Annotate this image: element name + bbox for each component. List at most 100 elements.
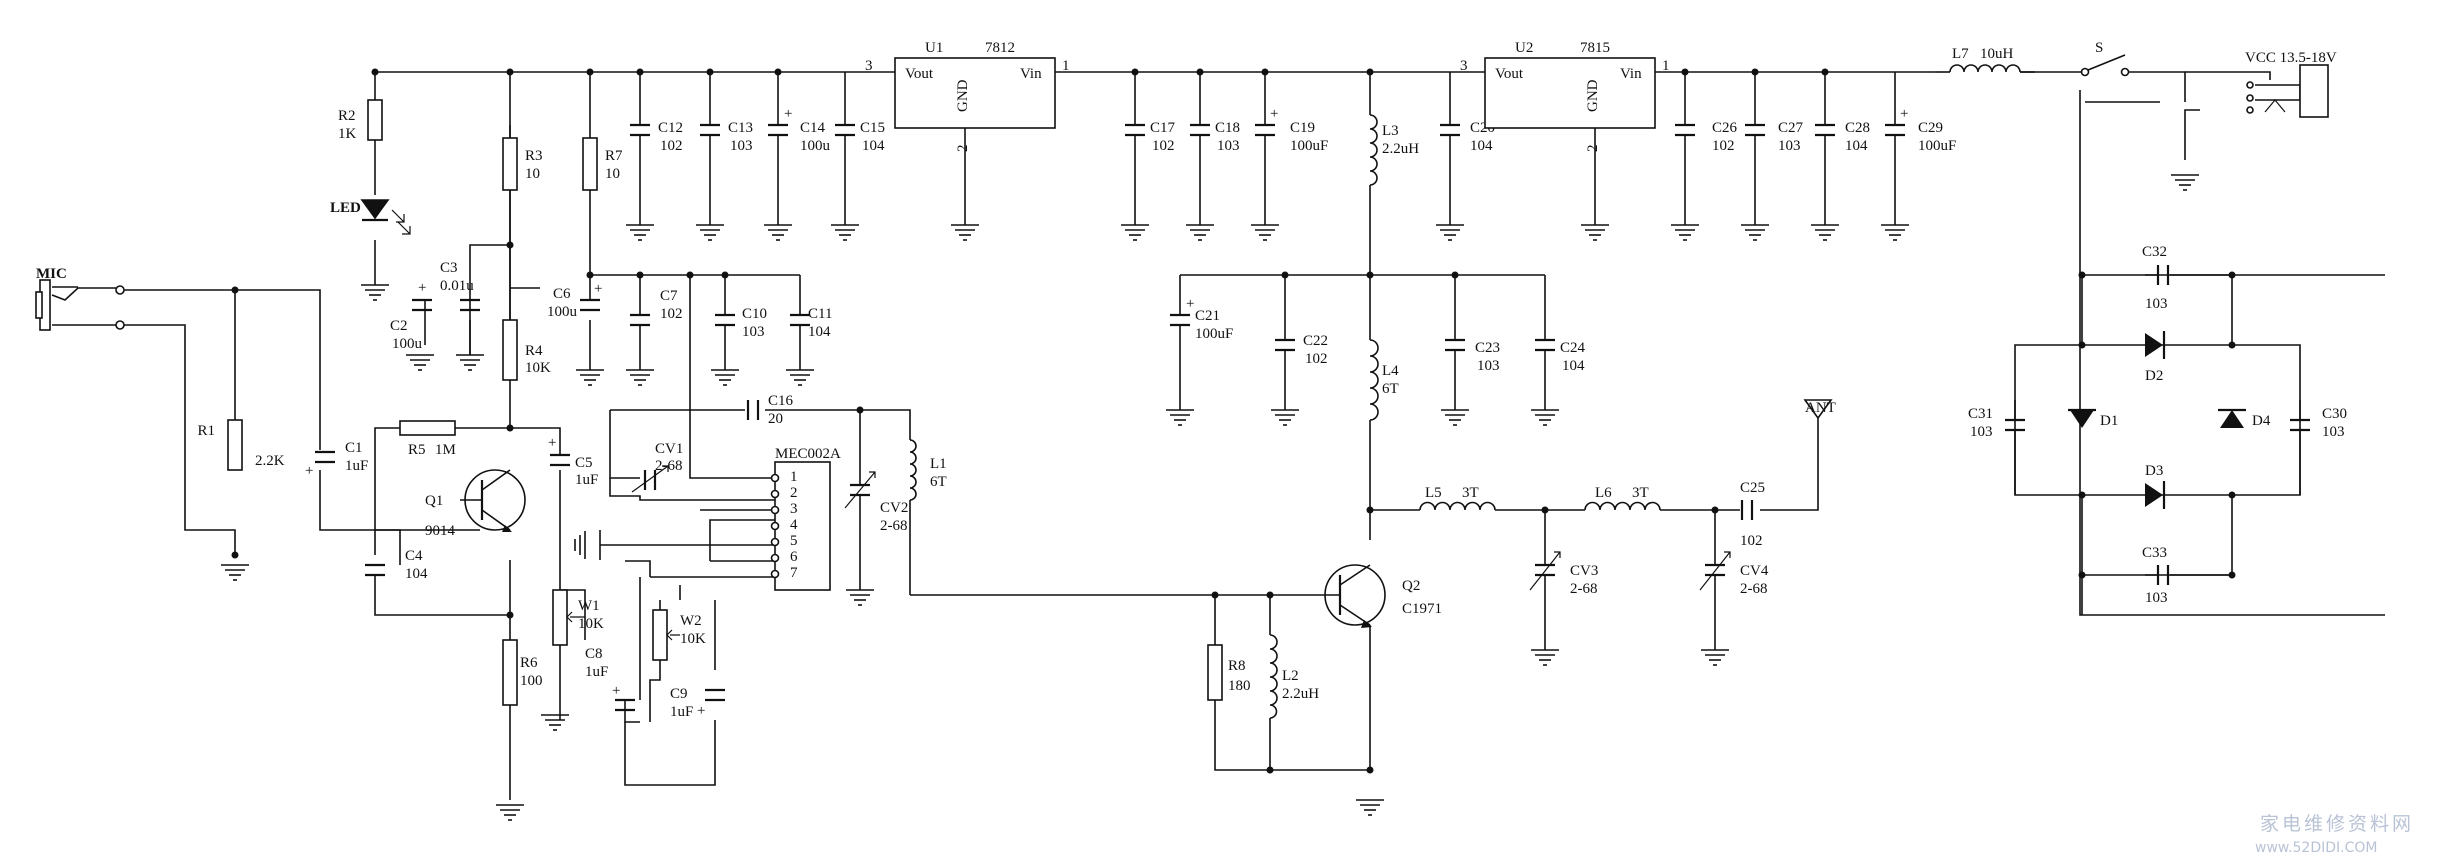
svg-text:100uF: 100uF [1195,326,1233,342]
svg-text:C16: C16 [768,393,794,409]
r6-label: R6 [520,655,538,671]
svg-text:W2: W2 [680,613,702,629]
r8-label: R8 [1228,658,1246,674]
capacitor-c14: C14 100u + [768,106,831,225]
capacitor-c6: C6 100u + [547,281,602,320]
svg-text:1: 1 [790,469,798,485]
svg-text:C10: C10 [742,306,767,322]
resistor-r1 [227,419,243,471]
svg-text:104: 104 [808,324,831,340]
svg-text:C7: C7 [660,288,678,304]
led-label: LED [330,200,361,216]
ground-symbols [220,174,2200,821]
capacitor-c22: C22 102 [1275,333,1328,410]
svg-text:102: 102 [1712,138,1735,154]
r4-label: R4 [525,343,543,359]
svg-text:2-68: 2-68 [880,518,908,534]
mic-label: MIC [36,266,67,282]
resistor-r6 [502,639,518,706]
svg-text:100u: 100u [392,336,423,352]
svg-text:C8: C8 [585,646,603,662]
svg-text:104: 104 [1845,138,1868,154]
r8-value: 180 [1228,678,1251,694]
svg-text:+: + [1270,106,1278,122]
svg-text:+: + [548,435,556,451]
resistors: R1 2.2K R2 1K R3 10 R4 10K R5 1M R6 100 … [197,99,1251,706]
svg-text:2-68: 2-68 [655,458,683,474]
svg-text:U1: U1 [925,40,943,56]
svg-text:+: + [612,683,620,699]
svg-text:100uF: 100uF [1918,138,1956,154]
svg-text:6T: 6T [1382,381,1399,397]
svg-text:103: 103 [2145,296,2168,312]
svg-text:C9: C9 [670,686,688,702]
led-indicator: LED [330,199,411,235]
inductor-l6: L6 3T [1584,485,1661,511]
svg-text:CV1: CV1 [655,441,683,457]
svg-text:1: 1 [1062,58,1070,74]
svg-text:D3: D3 [2145,463,2163,479]
svg-text:3: 3 [1460,58,1468,74]
svg-text:C27: C27 [1778,120,1804,136]
svg-text:103: 103 [742,324,765,340]
variable-capacitor-cv3: CV3 2-68 [1529,551,1598,650]
r1-label: R1 [197,423,215,439]
potentiometer-w1: W1 10K [552,589,604,720]
svg-text:+: + [1900,106,1908,122]
resistor-r3 [502,137,518,191]
svg-text:Q2: Q2 [1402,578,1420,594]
capacitor-c18: C18 103 [1190,120,1240,225]
svg-text:2-68: 2-68 [1570,581,1598,597]
r3-value: 10 [525,166,540,182]
capacitor-c21: C21 100uF + [1170,296,1233,410]
svg-text:Q1: Q1 [425,493,443,509]
svg-text:L4: L4 [1382,363,1399,379]
svg-text:U2: U2 [1515,40,1533,56]
svg-text:C24: C24 [1560,340,1586,356]
svg-text:1uF: 1uF [670,704,693,720]
svg-text:C11: C11 [808,306,832,322]
svg-text:CV3: CV3 [1570,563,1598,579]
r4-value: 10K [525,360,551,376]
variable-capacitor-cv1: CV1 2-68 [631,441,683,493]
capacitor-c10: C10 103 [715,306,767,370]
svg-text:103: 103 [1778,138,1801,154]
capacitor-c4: C4 104 [365,548,428,582]
inductor-l2: L2 2.2uH [1269,634,1319,719]
power-switch: S [2080,40,2130,77]
svg-text:100u: 100u [800,138,831,154]
capacitor-c25: C25 102 [1740,480,1765,549]
svg-text:C29: C29 [1918,120,1943,136]
r3-label: R3 [525,148,543,164]
r5-label: R5 [408,442,426,458]
svg-text:L1: L1 [930,456,947,472]
resistor-r2 [367,99,383,141]
svg-text:C18: C18 [1215,120,1240,136]
svg-text:C12: C12 [658,120,683,136]
svg-text:4: 4 [790,517,798,533]
svg-text:103: 103 [1477,358,1500,374]
svg-text:VCC 13.5-18V: VCC 13.5-18V [2245,50,2337,66]
svg-text:C22: C22 [1303,333,1328,349]
svg-text:6: 6 [790,549,798,565]
capacitor-c33: C33 103 [2142,545,2170,606]
dc-power-jack: VCC 13.5-18V [2245,50,2337,118]
svg-text:1uF: 1uF [345,458,368,474]
inductor-l4: L4 6T [1369,339,1399,421]
regulator-u2: U2 7815 Vout Vin GND 3 1 2 [1460,40,1670,225]
diode-d1: D1 [2068,408,2118,429]
capacitor-c17: C17 102 [1125,120,1176,225]
svg-text:102: 102 [660,138,683,154]
svg-text:3T: 3T [1462,485,1479,501]
potentiometer-w2: W2 10K [652,609,706,661]
watermark-title: 家电维修资料网 [2260,813,2414,835]
inductor-l1: L1 6T [909,439,947,501]
svg-text:D2: D2 [2145,368,2163,384]
svg-text:C28: C28 [1845,120,1870,136]
capacitor-c32: C32 103 [2142,244,2170,312]
r5-value: 1M [435,442,456,458]
svg-text:10K: 10K [680,631,706,647]
svg-text:+: + [784,106,792,122]
svg-text:CV4: CV4 [1740,563,1769,579]
